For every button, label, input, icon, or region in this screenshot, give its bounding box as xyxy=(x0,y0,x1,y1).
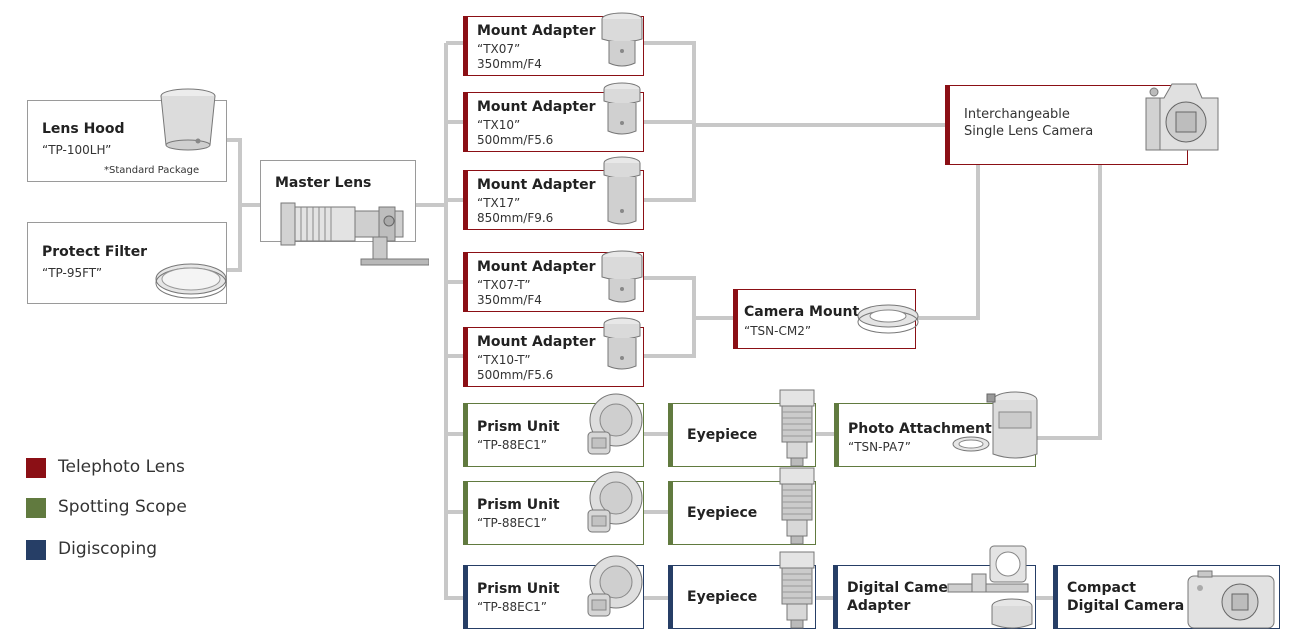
lens-hood-title: Lens Hood xyxy=(42,121,125,137)
compact-camera-line2: Digital Camera xyxy=(1067,598,1185,614)
prism-unit-icon xyxy=(587,471,643,533)
prism3-title: Prism Unit xyxy=(477,581,560,597)
tx07t-title: Mount Adapter xyxy=(477,259,596,275)
telephoto-lens-icon xyxy=(280,202,429,266)
lens-hood-model: “TP-100LH” xyxy=(42,143,112,157)
legend-swatch-digiscoping xyxy=(26,540,46,560)
dslr-camera-icon xyxy=(1145,83,1219,151)
prism-unit-3[interactable]: Prism Unit “TP-88EC1” xyxy=(463,555,644,629)
tx07t-model: “TX07-T” xyxy=(477,278,531,292)
tx10-model: “TX10” xyxy=(477,118,521,132)
compact-camera-line1: Compact xyxy=(1067,580,1136,596)
camera-line2: Single Lens Camera xyxy=(964,124,1094,139)
tx07-model: “TX07” xyxy=(477,42,521,56)
prism1-model: “TP-88EC1” xyxy=(477,438,547,452)
camera-line1: Interchangeable xyxy=(964,107,1070,122)
legend-label-telephoto: Telephoto Lens xyxy=(58,457,185,477)
camera-mount-model: “TSN-CM2” xyxy=(744,324,812,338)
mount-adapter-icon xyxy=(603,317,641,370)
photo-attachment-model: “TSN-PA7” xyxy=(848,440,911,454)
mount-adapter-icon xyxy=(601,250,643,303)
standard-package-note: *Standard Package xyxy=(104,165,200,176)
tx17-model: “TX17” xyxy=(477,196,521,210)
prism2-title: Prism Unit xyxy=(477,497,560,513)
tx10-title: Mount Adapter xyxy=(477,99,596,115)
compact-camera-box[interactable]: Compact Digital Camera xyxy=(1053,565,1280,629)
eyepiece-icon xyxy=(779,467,815,545)
photo-attachment-icon xyxy=(952,391,1038,459)
mount-adapter-icon xyxy=(601,12,643,67)
tx10t-title: Mount Adapter xyxy=(477,334,596,350)
eyepiece-1[interactable]: Eyepiece xyxy=(668,389,816,467)
prism3-model: “TP-88EC1” xyxy=(477,600,547,614)
legend-label-digiscoping: Digiscoping xyxy=(58,539,158,559)
camera-mount-title: Camera Mount xyxy=(744,304,860,320)
mount-adapter-tx07-t[interactable]: Mount Adapter “TX07-T” 350mm/F4 xyxy=(463,250,644,312)
eyepiece-icon xyxy=(779,551,815,629)
tx10t-model: “TX10-T” xyxy=(477,353,531,367)
photo-attachment-title: Photo Attachment xyxy=(848,421,992,437)
prism1-title: Prism Unit xyxy=(477,419,560,435)
tx17-spec: 850mm/F9.6 xyxy=(477,211,554,225)
filter-icon xyxy=(155,263,227,299)
tx07t-spec: 350mm/F4 xyxy=(477,293,542,307)
master-lens-title: Master Lens xyxy=(275,175,372,191)
digital-adapter-icon xyxy=(947,545,1033,629)
legend-label-spotting: Spotting Scope xyxy=(58,497,187,517)
legend-swatch-spotting xyxy=(26,498,46,518)
lens-hood-box[interactable]: Lens Hood “TP-100LH” *Standard Package xyxy=(27,88,227,182)
legend-swatch-telephoto xyxy=(26,458,46,478)
mount-adapter-icon xyxy=(603,82,641,135)
prism-unit-icon xyxy=(587,393,643,455)
tx10-spec: 500mm/F5.6 xyxy=(477,133,554,147)
interchangeable-camera-box[interactable]: Interchangeable Single Lens Camera xyxy=(945,83,1219,165)
eyepiece1-title: Eyepiece xyxy=(687,427,758,443)
digital-adapter-line2: Adapter xyxy=(847,598,911,614)
tx07-title: Mount Adapter xyxy=(477,23,596,39)
compact-camera-icon xyxy=(1187,570,1275,629)
tx17-title: Mount Adapter xyxy=(477,177,596,193)
prism2-model: “TP-88EC1” xyxy=(477,516,547,530)
camera-mount-ring-icon xyxy=(857,304,919,334)
tx10t-spec: 500mm/F5.6 xyxy=(477,368,554,382)
eyepiece2-title: Eyepiece xyxy=(687,505,758,521)
eyepiece3-title: Eyepiece xyxy=(687,589,758,605)
eyepiece-2[interactable]: Eyepiece xyxy=(668,467,816,545)
master-lens-box[interactable]: Master Lens xyxy=(260,160,429,266)
digital-adapter-line1: Digital Camera xyxy=(847,580,965,596)
lens-hood-icon xyxy=(160,88,216,151)
protect-filter-model: “TP-95FT” xyxy=(42,266,103,280)
tx07-spec: 350mm/F4 xyxy=(477,57,542,71)
mount-adapter-tx10[interactable]: Mount Adapter “TX10” 500mm/F5.6 xyxy=(463,82,644,152)
mount-adapter-tx17[interactable]: Mount Adapter “TX17” 850mm/F9.6 xyxy=(463,156,644,230)
protect-filter-box[interactable]: Protect Filter “TP-95FT” xyxy=(27,222,227,304)
prism-unit-icon xyxy=(587,555,643,617)
eyepiece-3[interactable]: Eyepiece xyxy=(668,551,816,629)
eyepiece-icon xyxy=(779,389,815,467)
camera-mount-box[interactable]: Camera Mount “TSN-CM2” xyxy=(733,289,919,349)
mount-adapter-icon xyxy=(603,156,641,225)
mount-adapter-tx07[interactable]: Mount Adapter “TX07” 350mm/F4 xyxy=(463,12,644,76)
photo-attachment-box[interactable]: Photo Attachment “TSN-PA7” xyxy=(834,391,1038,467)
digital-camera-adapter-box[interactable]: Digital Camera Adapter xyxy=(833,545,1036,629)
prism-unit-1[interactable]: Prism Unit “TP-88EC1” xyxy=(463,393,644,467)
protect-filter-title: Protect Filter xyxy=(42,244,148,260)
mount-adapter-tx10-t[interactable]: Mount Adapter “TX10-T” 500mm/F5.6 xyxy=(463,317,644,387)
prism-unit-2[interactable]: Prism Unit “TP-88EC1” xyxy=(463,471,644,545)
